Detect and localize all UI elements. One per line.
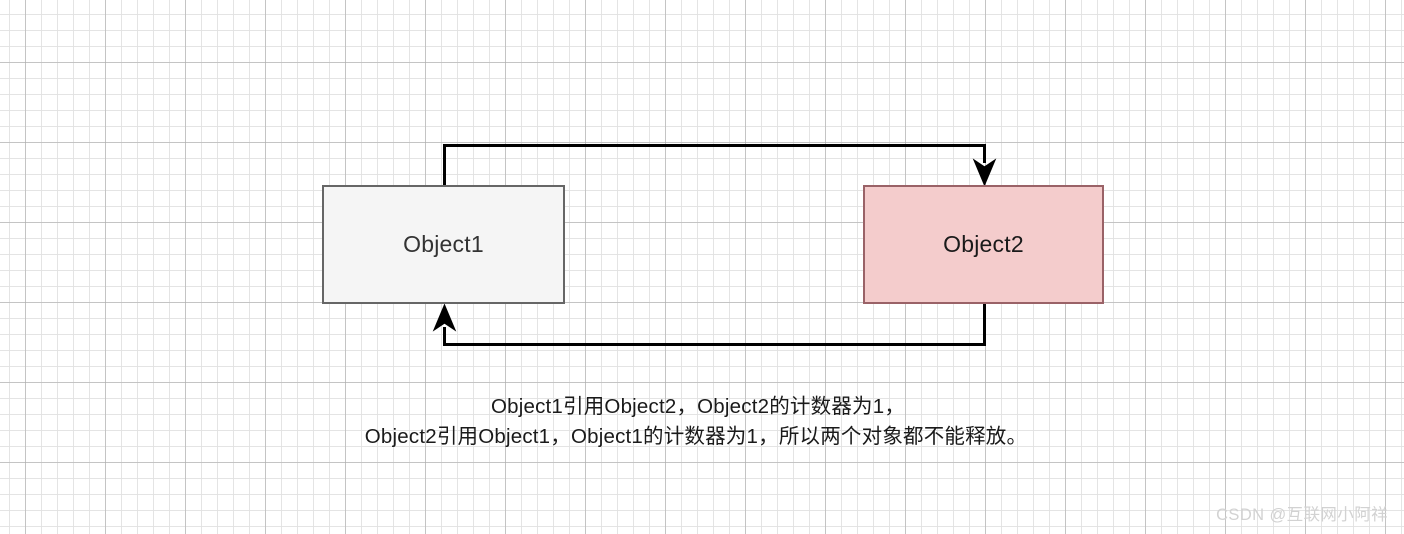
node-object2[interactable]: Object2: [863, 185, 1104, 304]
connector-object1-to-object2[interactable]: [443, 144, 997, 187]
caption-line-2: Object2引用Object1，Object1的计数器为1，所以两个对象都不能…: [364, 425, 1028, 448]
connector-path: [443, 144, 986, 185]
diagram-caption: Object1引用Object2，Object2的计数器为1， Object2引…: [0, 392, 1404, 452]
connector-object2-to-object1[interactable]: [432, 303, 986, 346]
node-object1[interactable]: Object1: [322, 185, 565, 304]
node-object1-label: Object1: [403, 231, 484, 257]
connector-path: [443, 304, 986, 346]
arrowhead-up-icon: [432, 303, 457, 332]
watermark: CSDN @互联网小阿祥: [1216, 506, 1388, 524]
node-object2-label: Object2: [943, 231, 1024, 257]
arrowhead-down-icon: [972, 158, 997, 187]
caption-line-1: Object1引用Object2，Object2的计数器为1，: [490, 395, 906, 418]
